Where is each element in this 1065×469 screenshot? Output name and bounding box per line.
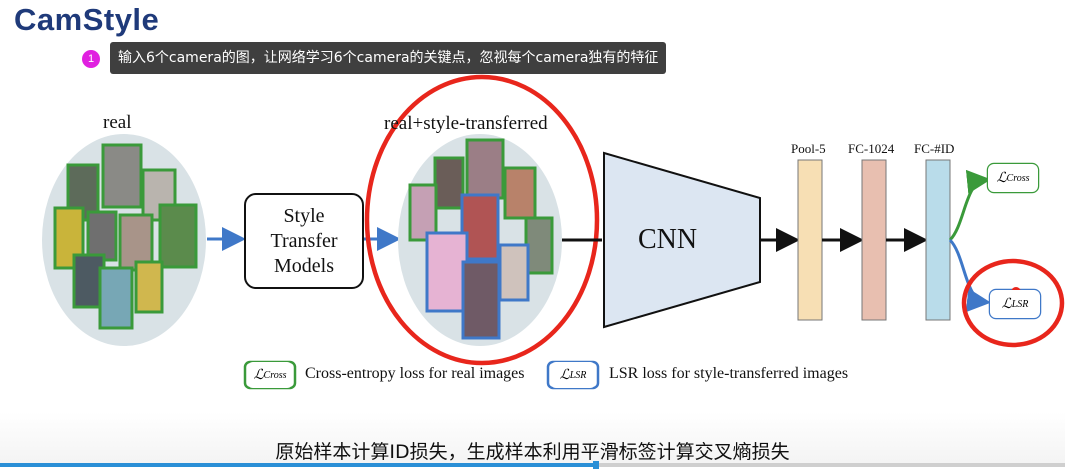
fc1024-layer bbox=[861, 159, 887, 321]
fc1024-label: FC-1024 bbox=[848, 141, 895, 156]
legend-cross-symbol: ℒ bbox=[253, 367, 264, 383]
transferred-green-tiles bbox=[408, 138, 554, 275]
pool5-layer bbox=[797, 159, 823, 321]
video-subtitle: 原始样本计算ID损失，生成样本利用平滑标签计算交叉熵损失 bbox=[275, 441, 790, 463]
note-number-badge: 1 bbox=[82, 50, 100, 68]
legend-lsr-text: LSR loss for style-transferred images bbox=[609, 365, 849, 382]
style-box-line-1: Style bbox=[283, 204, 325, 227]
note-text: 输入6个camera的图，让网络学习6个camera的关键点，忽视每个camer… bbox=[110, 42, 667, 74]
camstyle-diagram bbox=[42, 74, 1065, 390]
video-progress-knob[interactable] bbox=[593, 461, 600, 469]
real-image-tiles bbox=[53, 143, 198, 330]
cross-loss-sub: Cross bbox=[1006, 172, 1030, 184]
real-label: real bbox=[103, 112, 132, 133]
fcid-label: FC-#ID bbox=[914, 141, 955, 156]
slide-title: CamStyle bbox=[14, 2, 160, 37]
video-progress-fill bbox=[0, 463, 597, 467]
legend-lsr-sub: LSR bbox=[569, 369, 587, 381]
style-transfer-box: Style Transfer Models bbox=[244, 193, 364, 289]
style-box-line-3: Models bbox=[274, 254, 334, 277]
lsr-loss-symbol: ℒ bbox=[1001, 296, 1012, 312]
highlight-ellipse bbox=[364, 74, 600, 366]
transferred-blue-tiles bbox=[425, 193, 530, 340]
arrow-to-lsr-loss bbox=[948, 238, 991, 313]
cnn-block bbox=[603, 151, 761, 329]
cnn-label: CNN bbox=[638, 224, 698, 255]
fcid-layer bbox=[925, 159, 951, 321]
lsr-loss-sub: LSR bbox=[1011, 298, 1029, 310]
legend-cross-sub: Cross bbox=[263, 369, 287, 381]
transferred-label: real+style-transferred bbox=[384, 113, 548, 134]
cross-loss-symbol: ℒ bbox=[996, 170, 1007, 186]
video-progress-bar[interactable] bbox=[0, 461, 1065, 469]
subtitle-band bbox=[0, 412, 1065, 467]
legend-cross-text: Cross-entropy loss for real images bbox=[305, 365, 525, 382]
arrow-to-cross-loss bbox=[948, 169, 991, 242]
style-box-line-2: Transfer bbox=[270, 229, 338, 252]
pool5-label: Pool-5 bbox=[791, 141, 826, 156]
lsr-highlight-ellipse bbox=[961, 258, 1065, 348]
legend-lsr-symbol: ℒ bbox=[559, 367, 570, 383]
